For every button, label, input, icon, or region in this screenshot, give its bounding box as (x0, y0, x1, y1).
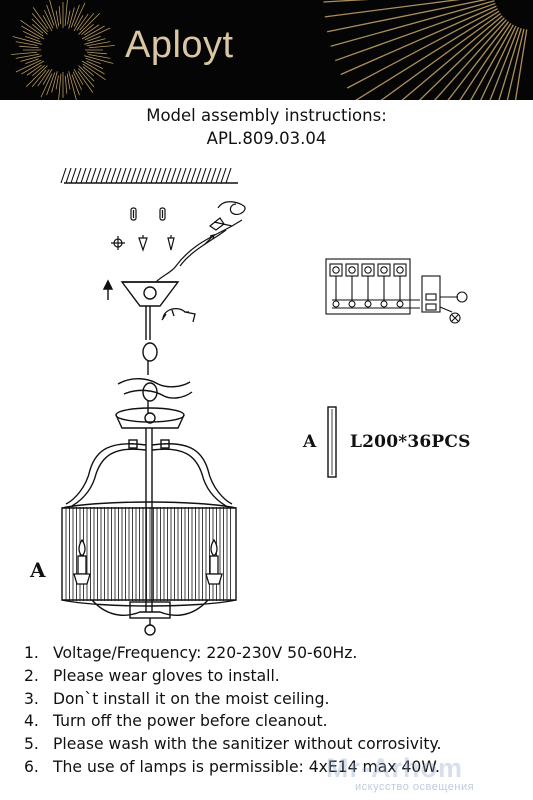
document-title: Model assembly instructions: (146, 106, 387, 125)
brand-header: Aployt (0, 0, 533, 100)
brand-name: Aployt (125, 24, 234, 66)
list-item: 1.Voltage/Frequency: 220-230V 50-60Hz. (24, 644, 358, 662)
list-item: 6.The use of lamps is permissible: 4xE14… (24, 757, 440, 776)
canopy-icon (120, 281, 180, 340)
part-spec: L200*36PCS (350, 432, 471, 452)
candle-lamp-icon (73, 538, 223, 585)
drawing-label: A (30, 558, 46, 582)
sunburst-logo-icon (11, 0, 528, 100)
list-item: 3.Don`t install it on the moist ceiling. (24, 689, 330, 708)
list-item: 5.Please wash with the sanitizer without… (24, 735, 442, 754)
arms-icon (65, 439, 233, 507)
ceiling-icon (60, 167, 238, 184)
hook-icon (161, 307, 196, 323)
crown-icon (115, 407, 185, 612)
screws-icon (111, 207, 175, 252)
arrow-up-icon (102, 279, 114, 300)
list-item: 4.Turn off the power before cleanout. (24, 712, 328, 731)
part-letter: A (303, 432, 317, 452)
assembly-drawing (60, 167, 468, 636)
rod-part-icon (327, 406, 337, 478)
shade-icon (61, 501, 237, 607)
wiring-diagram-icon (325, 258, 468, 324)
watermark-subtitle: искусство освещения (355, 781, 475, 793)
notes-list: 1.Voltage/Frequency: 220-230V 50-60Hz. 2… (24, 642, 529, 779)
list-item: 2.Please wear gloves to install. (24, 666, 280, 685)
model-number: APL.809.03.04 (206, 129, 327, 148)
wires-icon (155, 201, 246, 283)
watermark-logo: Mr-Arhom (326, 753, 463, 783)
bottom-cap-icon (91, 599, 209, 636)
chain-icon (117, 342, 193, 414)
